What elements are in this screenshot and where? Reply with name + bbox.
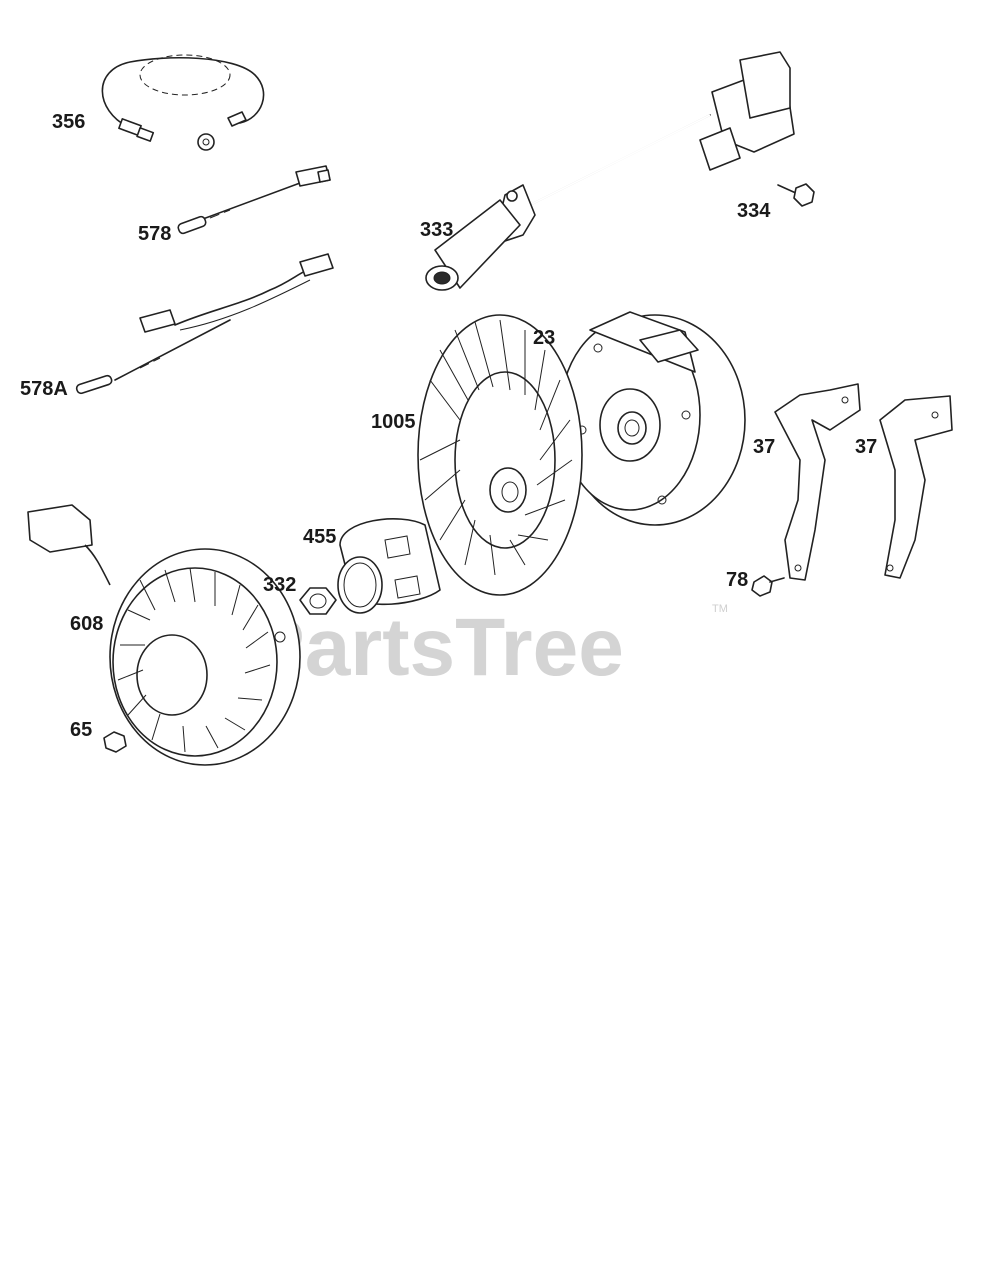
part-23-flywheel[interactable] [559,311,746,526]
part-455-starter-cup[interactable] [337,518,441,614]
part-332-nut[interactable] [299,587,337,615]
part-1005-cooling-fan[interactable] [417,314,583,596]
label-578: 578 [138,223,171,245]
label-455: 455 [303,526,336,548]
part-333-ignition-coil[interactable] [425,51,795,291]
part-578a-wire-harness[interactable] [75,253,334,395]
label-578a: 578A [20,378,68,400]
label-608: 608 [70,613,103,635]
label-332: 332 [263,574,296,596]
label-23: 23 [533,327,555,349]
label-37a: 37 [753,436,775,458]
label-37b: 37 [855,436,877,458]
part-608-recoil-starter[interactable] [27,504,301,766]
label-1005: 1005 [371,411,416,433]
part-37b-bracket[interactable] [879,395,953,579]
part-334-bolt[interactable] [777,183,815,207]
watermark-text: PartsTree [250,602,624,693]
label-333: 333 [420,219,453,241]
part-78-screw[interactable] [751,575,785,597]
part-65-screw[interactable] [103,731,127,753]
part-356-ground-wire[interactable] [101,54,265,151]
watermark-trademark: TM [712,603,728,615]
label-78: 78 [726,569,748,591]
label-334: 334 [737,200,771,222]
part-37a-bracket[interactable] [774,383,861,581]
label-356: 356 [52,111,85,133]
label-65: 65 [70,719,92,741]
part-578-wire[interactable] [177,165,331,235]
